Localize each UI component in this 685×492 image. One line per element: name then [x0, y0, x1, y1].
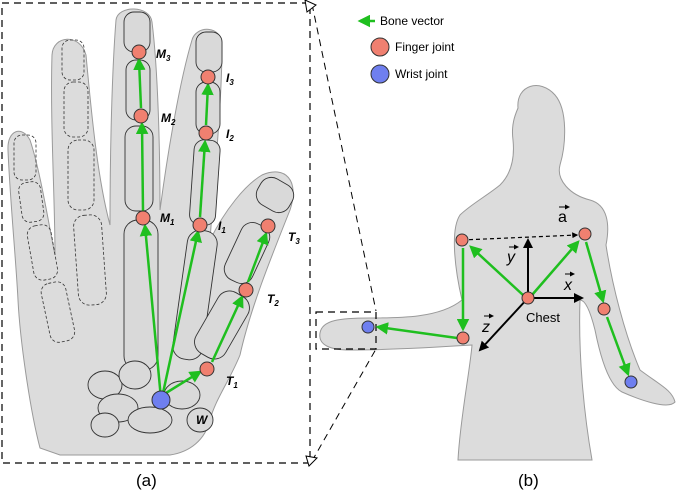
- dashed-bones: [13, 39, 107, 343]
- legend-bone-vector-label: Bone vector: [380, 14, 444, 28]
- caption-a: (a): [136, 471, 157, 490]
- panel-a-hand: M3 M2 M1 I3 I2 I1 T3 T2 T1 W: [7, 8, 300, 456]
- joint-m1: [135, 210, 151, 226]
- legend-finger-joint-label: Finger joint: [395, 40, 455, 54]
- hand-joints: [131, 44, 276, 410]
- caption-b: (b): [518, 471, 539, 490]
- legend-wrist-joint-swatch: [370, 64, 390, 84]
- label-m2: M2: [161, 111, 176, 127]
- joint-t1: [199, 361, 215, 377]
- legend-wrist-joint-label: Wrist joint: [395, 67, 448, 81]
- body-labels: a y x z Chest: [481, 204, 575, 336]
- chest-axes: [478, 238, 584, 352]
- label-i1: I1: [218, 219, 226, 235]
- joint-left-wrist: [624, 375, 638, 389]
- body-bone-vectors: [375, 240, 631, 377]
- label-y: y: [506, 249, 516, 266]
- label-z: z: [481, 319, 490, 336]
- legend: Bone vector Finger joint Wrist joint: [357, 14, 455, 84]
- panel-b-body: a y x z Chest: [315, 85, 676, 461]
- joint-chest: [521, 291, 535, 305]
- zoom-arrow-bottom: [305, 455, 319, 467]
- label-t2: T2: [267, 292, 279, 308]
- label-chest: Chest: [526, 310, 560, 325]
- label-a: a: [558, 209, 567, 226]
- zoom-lines: [311, 3, 377, 462]
- joint-t2: [238, 282, 254, 298]
- joint-right-wrist: [361, 320, 375, 334]
- body-joints: [361, 227, 638, 389]
- label-t3: T3: [288, 230, 300, 246]
- joint-left-elbow: [597, 302, 611, 316]
- joint-right-elbow: [456, 331, 470, 345]
- joint-m3: [131, 44, 147, 60]
- joint-i1: [192, 217, 208, 233]
- label-t1: T1: [226, 374, 238, 390]
- hand-bone-vectors: [133, 57, 269, 400]
- joint-i2: [198, 125, 214, 141]
- joint-m2: [133, 108, 149, 124]
- joint-left-shoulder: [578, 227, 592, 241]
- label-x: x: [563, 277, 573, 294]
- joint-right-shoulder: [455, 233, 469, 247]
- solid-bones: [87, 11, 295, 438]
- label-i2: I2: [226, 127, 234, 143]
- joint-t3: [260, 218, 276, 234]
- label-i3: I3: [226, 71, 234, 87]
- label-m3: M3: [156, 47, 171, 63]
- joint-wrist: [151, 390, 171, 410]
- label-w: W: [196, 413, 209, 427]
- shoulder-line: [461, 232, 579, 241]
- legend-finger-joint-swatch: [370, 37, 390, 57]
- hand-labels: M3 M2 M1 I3 I2 I1 T3 T2 T1 W: [156, 47, 300, 427]
- label-m1: M1: [160, 211, 175, 227]
- zoom-arrow-top: [304, 0, 317, 13]
- joint-i3: [200, 69, 216, 85]
